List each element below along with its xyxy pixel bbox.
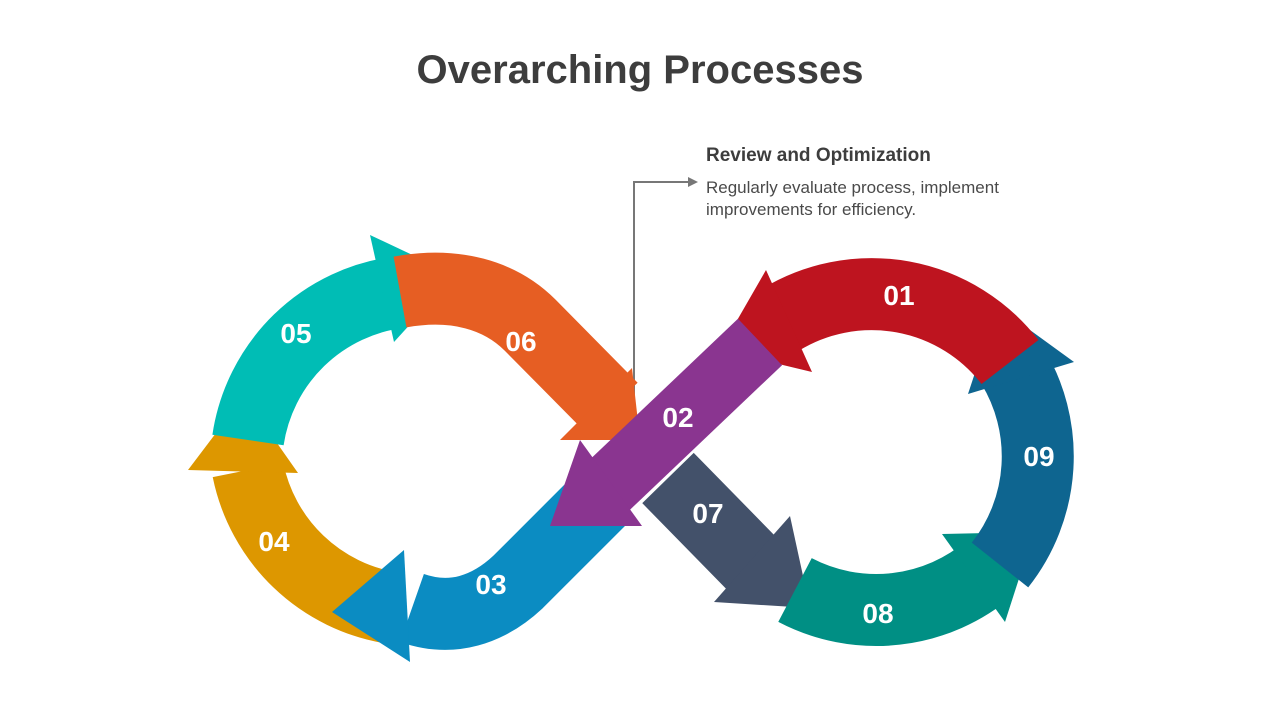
label-09: 09	[1023, 441, 1054, 472]
page-title: Overarching Processes	[416, 48, 864, 92]
segment-07	[642, 452, 810, 608]
label-03: 03	[475, 569, 506, 600]
label-08: 08	[862, 598, 893, 629]
label-06: 06	[505, 326, 536, 357]
segment-03	[332, 474, 626, 662]
label-04: 04	[258, 526, 290, 557]
callout-text: Regularly evaluate process, implement im…	[706, 178, 999, 219]
label-01: 01	[883, 280, 914, 311]
label-02: 02	[662, 402, 693, 433]
callout-connector	[633, 181, 688, 458]
callout-heading: Review and Optimization	[706, 145, 931, 166]
segment-02	[550, 318, 783, 526]
label-07: 07	[692, 498, 723, 529]
segment-06	[393, 252, 640, 440]
label-05: 05	[280, 318, 311, 349]
connector-arrowhead	[688, 177, 698, 187]
